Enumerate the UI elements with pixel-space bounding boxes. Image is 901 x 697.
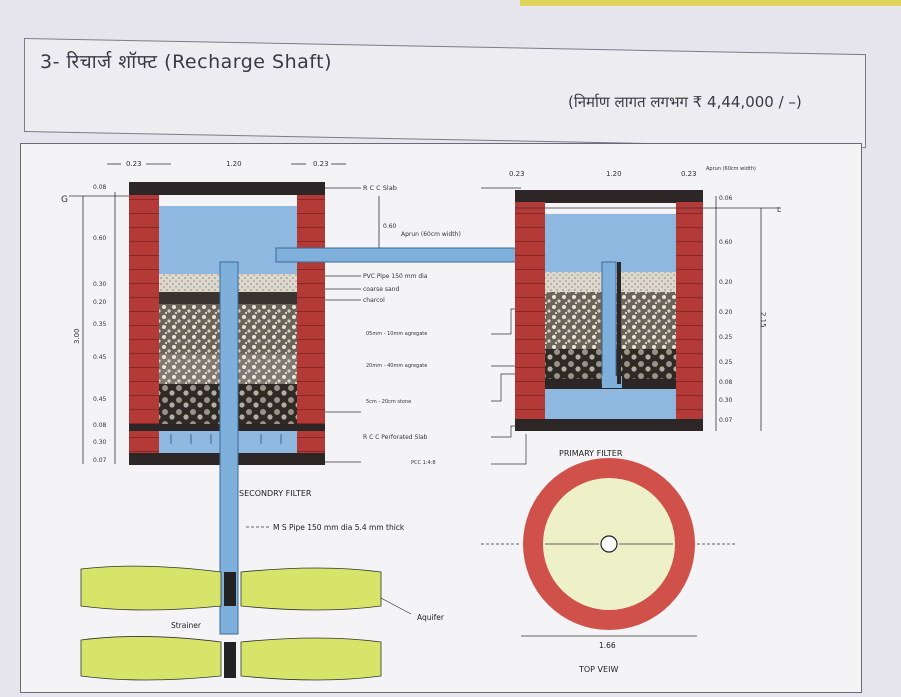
label-agg2: 20mm - 40mm agregate [366,363,427,369]
yellow-edge-strip [520,0,901,6]
sec-top-dim-2: 1.20 [226,160,242,168]
label-rcc-slab: R C C Slab [363,184,397,192]
sec-dim-1: 0.60 [93,235,107,242]
pri-top-dim-2: 1.20 [606,170,622,178]
label-agg1: 05mm - 10mm agregate [366,331,427,337]
pri-bottom-water [545,389,676,419]
sec-dim-8: 0.30 [93,439,107,446]
pri-ground-mark: L [777,206,781,214]
primary-filter: 0.23 1.20 0.23 Aprun (60cm width) L 0.06… [509,166,781,458]
diagram-frame: 0.23 1.20 0.23 G [20,143,862,693]
label-ms-pipe: M S Pipe 150 mm dia 5.4 mm thick [273,523,405,532]
sec-dim-5: 0.45 [93,354,107,361]
pri-apron-top: Aprun (60cm width) [706,166,756,172]
label-apron: Aprun (60cm width) [401,231,461,238]
pri-top-dim-3: 0.23 [681,170,697,178]
sec-left-wall [129,192,159,454]
sec-dim-3: 0.20 [93,299,107,306]
label-strainer: Strainer [171,621,202,630]
pri-caption: PRIMARY FILTER [559,449,623,458]
label-pcc: PCC 1:4:8 [411,460,436,466]
sec-dim-7: 0.08 [93,422,107,429]
pri-dim-5: 0.25 [719,359,733,366]
sec-dim-0: 0.08 [93,184,107,191]
label-charcol: charcol [363,297,385,304]
strainer-lower [224,642,236,678]
sec-vertical-pipe [219,261,239,635]
sec-dim-9: 0.07 [93,457,107,464]
label-pvc-pipe: PVC Pipe 150 mm dia [363,273,428,280]
sec-dim-2: 0.30 [93,281,107,288]
top-view-diameter: 1.66 [599,641,616,650]
page-title: 3- रिचार्ज शॉफ्ट (Recharge Shaft) [40,51,332,73]
pri-dim-0: 0.06 [719,195,733,202]
sec-caption: SECONDRY FILTER [239,489,312,498]
pri-dim-8: 0.07 [719,417,733,424]
sec-top-dim-3: 0.23 [313,160,329,168]
aquifer-layers [80,565,382,681]
pri-dim-7: 0.30 [719,397,733,404]
pri-left-wall [515,202,545,430]
sec-rcc-slab [129,182,325,195]
label-coarse-sand: coarse sand [363,286,399,293]
label-aquifer: Aquifer [417,613,445,622]
label-perforated-slab: R C C Perforated Slab [363,434,428,441]
secondary-filter: 0.23 1.20 0.23 G [61,160,619,635]
pri-rcc-slab [515,190,703,203]
label-stone: 5cm - 20cm stone [366,399,411,405]
sec-dim-6: 0.45 [93,396,107,403]
sec-ground-mark: G [61,195,68,205]
sec-right-wall [297,192,325,454]
strainer-upper [224,572,236,606]
pri-dim-3: 0.20 [719,309,733,316]
pri-inner-pipe-left [601,261,617,385]
sec-total-height: 3.00 [73,328,81,344]
top-view: 1.66 TOP VEIW [481,458,737,674]
sec-slab-gap: 0.60 [383,223,397,230]
construction-cost: (निर्माण लागत लगभग ₹ 4,44,000 / –) [568,93,802,111]
pri-right-wall [676,202,703,430]
recharge-shaft-diagram: 0.23 1.20 0.23 G [61,160,781,681]
sec-dim-4: 0.35 [93,321,107,328]
pri-dim-4: 0.25 [719,334,733,341]
pri-dim-1: 0.60 [719,239,733,246]
pri-top-dim-1: 0.23 [509,170,525,178]
pri-dim-2: 0.20 [719,279,733,286]
top-view-caption: TOP VEIW [578,665,618,674]
sec-top-dim-1: 0.23 [126,160,142,168]
pri-pcc-base [515,419,703,431]
pri-total-height: 2.15 [759,312,767,328]
pri-dim-6: 0.08 [719,379,733,386]
top-view-pipe [600,535,618,553]
